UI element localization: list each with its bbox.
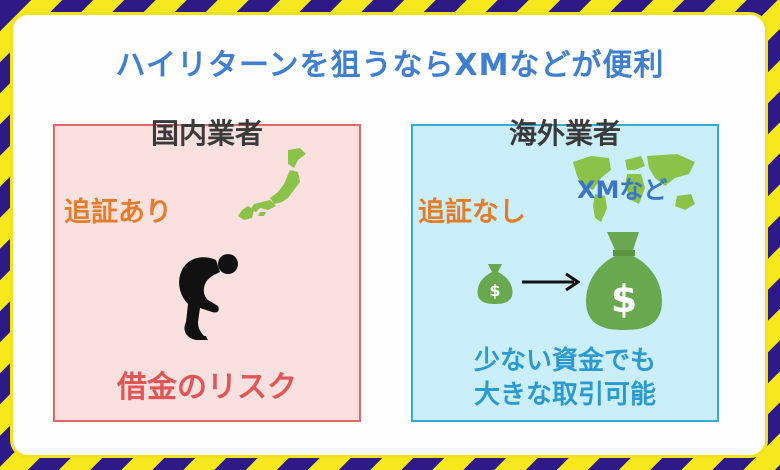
page-title: ハイリターンを狙うならXMなどが便利	[115, 48, 665, 83]
svg-text:$: $	[611, 277, 637, 321]
large-money-bag-icon: $	[586, 232, 662, 330]
benefit-caption: 少ない資金でも 大きな取引可能	[411, 344, 719, 412]
domestic-heading: 国内業者	[150, 117, 263, 150]
kneeling-person-icon	[179, 254, 238, 340]
overseas-tag: 追証なし	[418, 197, 526, 228]
domestic-tag: 追証あり	[64, 197, 172, 228]
xm-brand-label: XMなど	[577, 176, 668, 204]
benefit-caption-line1: 少ない資金でも	[473, 346, 656, 376]
world-map-icon	[573, 154, 695, 222]
benefit-caption-line2: 大きな取引可能	[473, 380, 656, 410]
japan-map-icon	[238, 148, 306, 220]
overseas-heading: 海外業者	[508, 117, 621, 150]
svg-text:$: $	[489, 281, 500, 300]
small-money-bag-icon: $	[477, 264, 513, 304]
risk-caption: 借金のリスク	[117, 370, 297, 405]
arrow-right-icon	[522, 272, 580, 292]
